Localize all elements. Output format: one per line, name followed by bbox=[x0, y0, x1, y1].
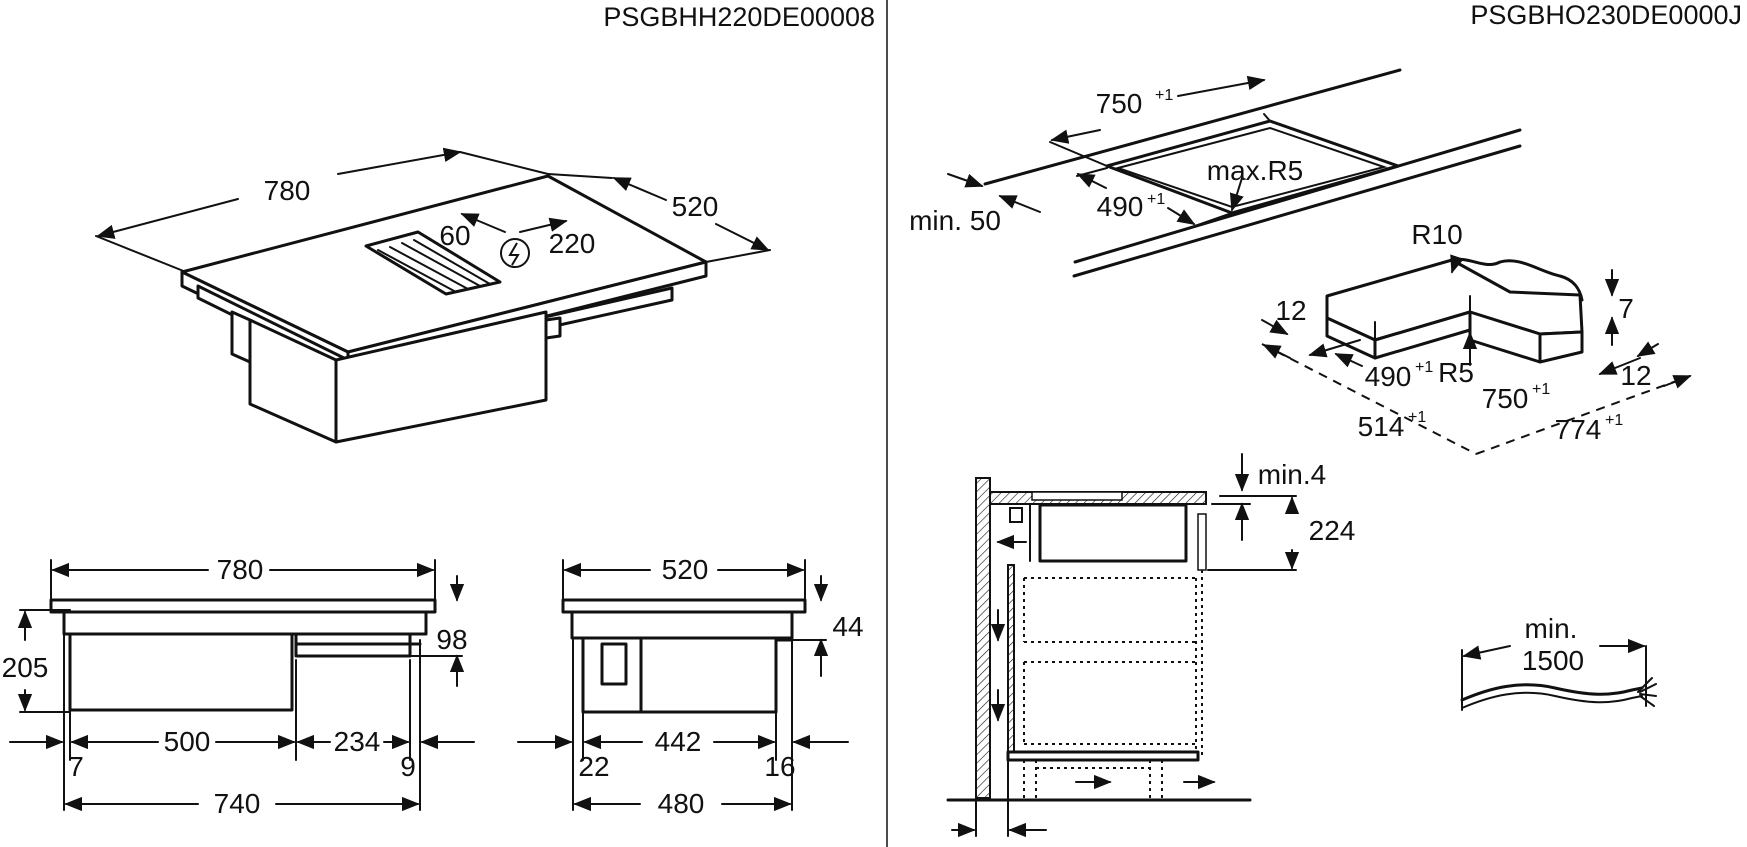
cutout-depth-tol: +1 bbox=[1147, 191, 1165, 208]
front-unit-label: 98 bbox=[436, 624, 467, 655]
flush-r-inner-label: R5 bbox=[1438, 357, 1474, 388]
cutout-min-edge-label: min. 50 bbox=[909, 205, 1001, 236]
flush-margin-left-label: 12 bbox=[1275, 295, 1306, 326]
side-width-label: 520 bbox=[662, 554, 709, 585]
front-cutout-label: 740 bbox=[214, 788, 261, 819]
flush-outer-depth-label: 514 bbox=[1358, 411, 1405, 442]
flush-frame-view: R10 R5 7 12 12 490 +1 750 +1 514 +1 774 … bbox=[1261, 219, 1692, 455]
front-bottom-a-label: 500 bbox=[164, 726, 211, 757]
cable-min-label: min. bbox=[1525, 613, 1578, 644]
flush-outer-length-label: 774 bbox=[1555, 414, 1602, 445]
side-offset-left-label: 22 bbox=[578, 751, 609, 782]
front-offset-right-label: 9 bbox=[400, 751, 416, 782]
cutout-view: 750 +1 490 +1 max.R5 min. 50 bbox=[909, 68, 1522, 278]
side-view: 520 44 442 22 16 480 bbox=[517, 554, 864, 819]
front-view: 780 205 98 500 234 7 9 740 bbox=[2, 554, 475, 819]
iso-hob-view: 780 520 60 220 bbox=[95, 147, 771, 444]
side-height-label: 44 bbox=[832, 611, 863, 642]
flush-inner-depth-tol: +1 bbox=[1415, 359, 1433, 376]
cutout-length-label: 750 bbox=[1096, 88, 1143, 119]
model-code-right: PSGBHO230DE0000J bbox=[1470, 0, 1742, 30]
flush-inner-depth-label: 490 bbox=[1365, 361, 1412, 392]
flush-margin-right-label: 12 bbox=[1620, 360, 1651, 391]
flush-r-outer-label: R10 bbox=[1411, 219, 1462, 250]
side-cutout-label: 480 bbox=[658, 788, 705, 819]
flush-outer-length-tol: +1 bbox=[1605, 412, 1623, 429]
flush-inner-length-label: 750 bbox=[1482, 383, 1529, 414]
flush-inner-length-tol: +1 bbox=[1532, 381, 1550, 398]
side-offset-right-label: 16 bbox=[764, 751, 795, 782]
cable-view: min. 1500 bbox=[1460, 613, 1657, 711]
cable-length-label: 1500 bbox=[1522, 645, 1584, 676]
front-bottom-b-label: 234 bbox=[334, 726, 381, 757]
front-width-label: 780 bbox=[217, 554, 264, 585]
iso-width-label: 780 bbox=[264, 175, 311, 206]
cutout-depth-label: 490 bbox=[1097, 191, 1144, 222]
iso-depth-label: 520 bbox=[672, 191, 719, 222]
cutout-radius-label: max.R5 bbox=[1207, 155, 1303, 186]
model-code-left: PSGBHH220DE00008 bbox=[603, 2, 875, 32]
front-offset-left-label: 7 bbox=[68, 751, 84, 782]
flush-outer-depth-tol: +1 bbox=[1408, 409, 1426, 426]
iso-conn-y-label: 220 bbox=[549, 228, 596, 259]
install-section-view: min.4 224 bbox=[946, 453, 1356, 838]
install-height-label: 224 bbox=[1309, 515, 1356, 546]
flush-step-label: 7 bbox=[1618, 293, 1634, 324]
iso-conn-x-label: 60 bbox=[439, 220, 470, 251]
side-bottom-label: 442 bbox=[655, 726, 702, 757]
install-min-gap-label: min.4 bbox=[1258, 459, 1326, 490]
cutout-length-tol: +1 bbox=[1155, 87, 1173, 104]
front-height-label: 205 bbox=[2, 652, 49, 683]
